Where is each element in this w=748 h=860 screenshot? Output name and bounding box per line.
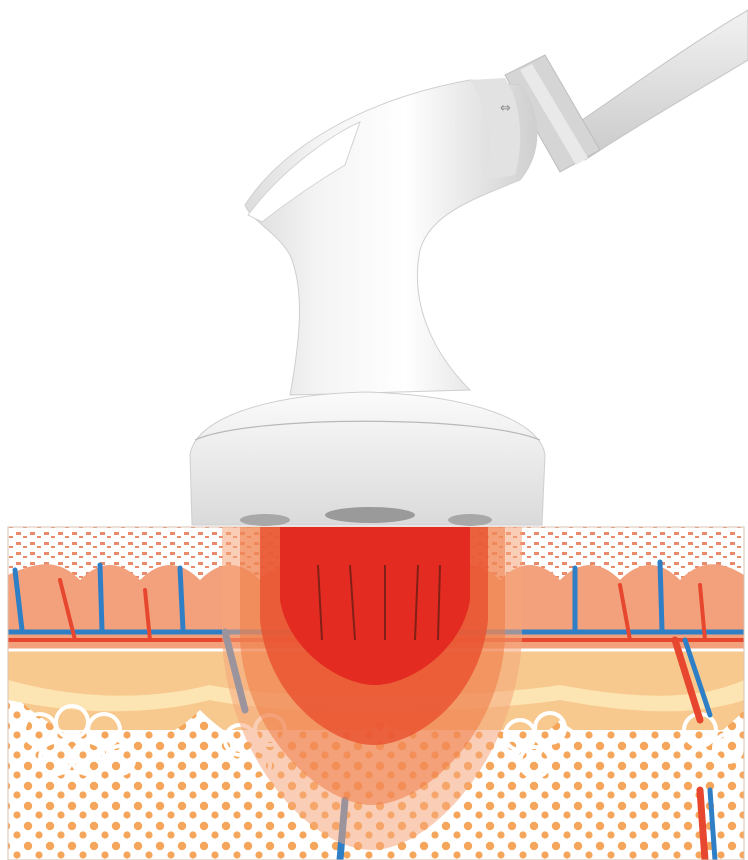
bidirectional-arrow-icon: ⇔ [500, 101, 511, 116]
device-handle: ⇔ [245, 78, 537, 395]
svg-text:⇔: ⇔ [500, 101, 511, 116]
device-head [190, 392, 545, 526]
device-cable [505, 10, 748, 172]
